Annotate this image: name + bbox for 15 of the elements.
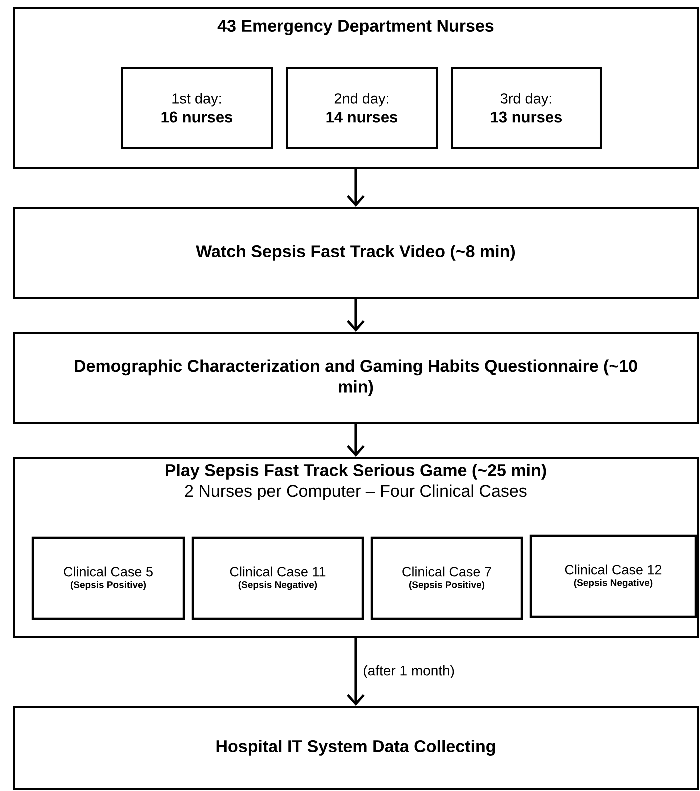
case-box: Clinical Case 12 (Sepsis Negative) xyxy=(530,534,698,618)
day-box: 2nd day: 14 nurses xyxy=(286,67,438,149)
case-box: Clinical Case 5 (Sepsis Positive) xyxy=(32,536,186,620)
arrow xyxy=(347,169,365,207)
arrow xyxy=(347,638,365,706)
edge-label: (after 1 month) xyxy=(362,664,456,680)
process-box: Hospital IT System Data Collecting xyxy=(13,706,699,790)
process-box: Demographic Characterization and Gaming Habits Questionnaire (~10 min) xyxy=(13,332,699,424)
day-box: 1st day: 16 nurses xyxy=(121,67,273,149)
arrow xyxy=(347,424,365,457)
process-box: Watch Sepsis Fast Track Video (~8 min) xyxy=(13,207,699,299)
case-box: Clinical Case 11 (Sepsis Negative) xyxy=(192,536,364,620)
case-box: Clinical Case 7 (Sepsis Positive) xyxy=(370,536,524,620)
day-box: 3rd day: 13 nurses xyxy=(451,67,602,149)
arrow xyxy=(347,299,365,332)
